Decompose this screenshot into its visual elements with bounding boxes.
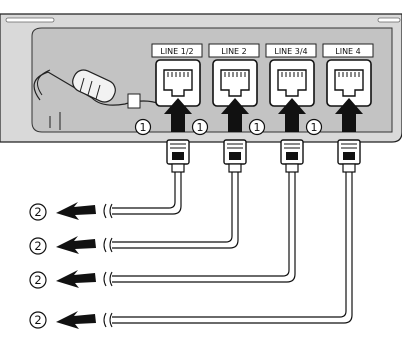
- left-arrow-icon: [56, 202, 96, 220]
- left-arrow-icon: [56, 236, 96, 254]
- cable-break-marks: [103, 203, 113, 328]
- port-label-line-2: LINE 2: [221, 47, 247, 56]
- cable-line-1-2: [112, 172, 176, 209]
- jack-line-2: [212, 59, 258, 107]
- port-label-line-4: LINE 4: [335, 47, 361, 56]
- step-one-markers: 1 1 1 1: [134, 118, 323, 136]
- cables: [112, 172, 353, 324]
- cable-direction-arrows: [56, 202, 96, 329]
- step-marker-1: 1: [140, 121, 147, 134]
- up-arrow-icon: [335, 98, 363, 132]
- up-arrow-icon: [278, 98, 306, 132]
- step-marker-2: 2: [34, 273, 41, 287]
- step-marker-1: 1: [197, 121, 204, 134]
- step-two-markers: 2 2 2 2: [29, 203, 47, 329]
- plug-line-1-2: [166, 139, 190, 173]
- port-label-line-3-4: LINE 3/4: [274, 47, 307, 56]
- port-label-tags: LINE 1/2 LINE 2 LINE 3/4 LINE 4: [151, 43, 374, 58]
- line-jacks: [155, 59, 372, 107]
- up-arrow-icon: [221, 98, 249, 132]
- step-marker-2: 2: [34, 205, 41, 219]
- plug-line-3-4: [280, 139, 304, 173]
- port-label-line-1-2: LINE 1/2: [160, 47, 193, 56]
- step-marker-1: 1: [311, 121, 318, 134]
- step-marker-2: 2: [34, 239, 41, 253]
- plug-line-2: [223, 139, 247, 173]
- left-arrow-icon: [56, 311, 96, 329]
- cable-line-2: [112, 172, 233, 243]
- cable-line-4: [112, 172, 347, 318]
- step-marker-1: 1: [254, 121, 261, 134]
- up-arrow-icon: [164, 98, 192, 132]
- insert-arrows: [164, 98, 363, 132]
- modular-plugs: [166, 139, 361, 173]
- jack-line-3-4: [269, 59, 315, 107]
- cable-line-3-4: [112, 172, 290, 277]
- jack-line-1-2: [155, 59, 201, 107]
- jack-line-4: [326, 59, 372, 107]
- left-arrow-icon: [56, 270, 96, 288]
- attached-cord: [33, 69, 161, 130]
- plug-line-4: [337, 139, 361, 173]
- step-marker-2: 2: [34, 313, 41, 327]
